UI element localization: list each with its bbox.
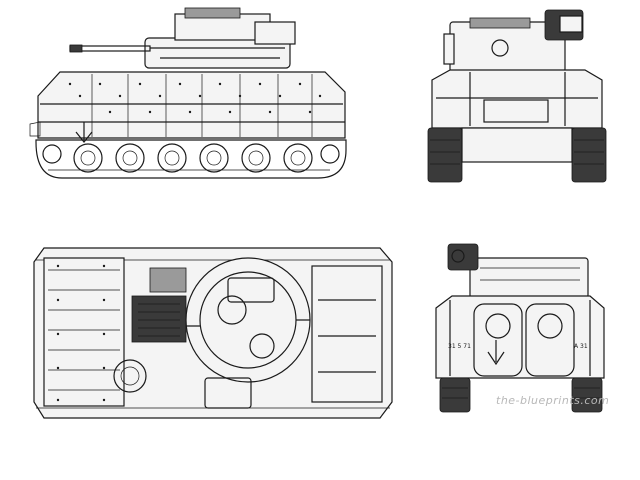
front-view [427, 9, 607, 183]
rear-marking-right: A 31 [574, 343, 588, 350]
top-view [33, 247, 393, 419]
side-arrow-marking [75, 122, 93, 143]
rear-marking-left: 31 5 71 [448, 343, 471, 350]
rear-doors [473, 303, 575, 377]
rear-turret [447, 243, 589, 299]
side-road-wheels [42, 143, 340, 173]
front-hull [431, 69, 603, 129]
rear-tracks [439, 377, 603, 413]
top-engine-bay [131, 267, 187, 343]
side-cannon [69, 44, 151, 53]
side-view [29, 7, 347, 179]
front-turret [443, 9, 584, 73]
rear-view: 31 5 71 A 31 [435, 243, 605, 413]
rear-arrow-marking [487, 340, 505, 366]
front-tracks [427, 127, 607, 183]
watermark-text: the-blueprints.com [496, 394, 609, 407]
top-turret-ring [185, 257, 311, 383]
side-turret [144, 7, 296, 69]
top-hatches [113, 265, 383, 409]
side-hull [29, 71, 346, 139]
top-rivets [56, 264, 106, 402]
side-rivets [68, 82, 322, 114]
